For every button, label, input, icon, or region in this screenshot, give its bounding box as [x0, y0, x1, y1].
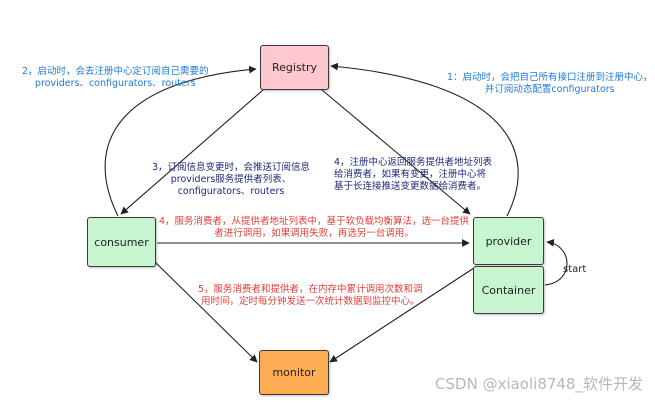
note-step-4a-line-3: 基于长连接推送变更数据给消费者。 [334, 181, 487, 192]
note-step-4a-line-1: 4，注册中心返回服务提供者地址列表 [334, 157, 493, 168]
note-step-5-monitor: 5，服务消费者和提供者，在内存中累计调用次数和调 用时间，定时每分钟发送一次统计… [198, 284, 423, 308]
arrow-consumer-subscribe [104, 65, 257, 217]
arrow-provider-register [330, 62, 519, 217]
note-step-2-subscribe: 2，启动时，会去注册中心定订阅自己需要的 providers、configura… [22, 66, 209, 90]
arrow-provider-monitor [329, 267, 475, 363]
container-label: Container [481, 283, 536, 297]
arrow-registry-notify-consumer [120, 89, 264, 215]
provider-node: provider [473, 217, 544, 265]
consumer-label: consumer [94, 235, 149, 249]
monitor-label: monitor [272, 366, 316, 379]
arrow-registry-provider [321, 89, 471, 215]
registry-label: Registry [271, 61, 318, 74]
monitor-node: monitor [259, 350, 329, 395]
note-step-1-register: 1：启动时，会把自己所有接口注册到注册中心， 并订阅动态配置configurat… [447, 72, 653, 96]
note-step-4-invoke: 4，服务消费者，从提供者地址列表中，基于软负载均衡算法，选一台提供 者进行调用，… [159, 216, 469, 240]
arrow-container-start-provider [544, 238, 568, 286]
note-step-4b-line-2: 者进行调用，如果调用失败，再选另一台调用。 [214, 228, 414, 239]
note-step-4-address-list: 4，注册中心返回服务提供者地址列表 给消费者，如果有变更，注册中心将 基于长连接… [334, 157, 492, 193]
registry-node: Registry [260, 45, 329, 90]
arrow-consumer-monitor [154, 261, 258, 363]
provider-label: provider [485, 234, 532, 248]
note-step-3-line-3: configurators、routers [177, 186, 285, 197]
container-node: Container [473, 266, 544, 314]
note-step-5-line-2: 用时间，定时每分钟发送一次统计数据到监控中心。 [201, 296, 420, 307]
note-step-3-notify: 3，订阅信息变更时，会推送订阅信息 providers服务提供者列表、 conf… [152, 162, 310, 198]
note-step-4b-line-1: 4，服务消费者，从提供者地址列表中，基于软负载均衡算法，选一台提供 [159, 216, 470, 227]
note-step-1-line-2: 并订阅动态配置configurators [484, 84, 615, 95]
note-step-5-line-1: 5，服务消费者和提供者，在内存中累计调用次数和调 [198, 284, 423, 295]
start-label: start [563, 264, 587, 275]
note-step-3-line-2: providers服务提供者列表、 [170, 174, 292, 185]
csdn-watermark: CSDN @xiaoli8748_软件开发 [435, 375, 643, 393]
note-step-2-line-1: 2，启动时，会去注册中心定订阅自己需要的 [22, 66, 209, 77]
note-step-1-line-1: 1：启动时，会把自己所有接口注册到注册中心， [447, 72, 653, 83]
consumer-node: consumer [87, 217, 156, 267]
note-step-4a-line-2: 给消费者，如果有变更，注册中心将 [334, 169, 487, 180]
note-step-3-line-1: 3，订阅信息变更时，会推送订阅信息 [152, 162, 311, 173]
note-step-2-line-2: providers、configurators、routers [34, 78, 196, 89]
